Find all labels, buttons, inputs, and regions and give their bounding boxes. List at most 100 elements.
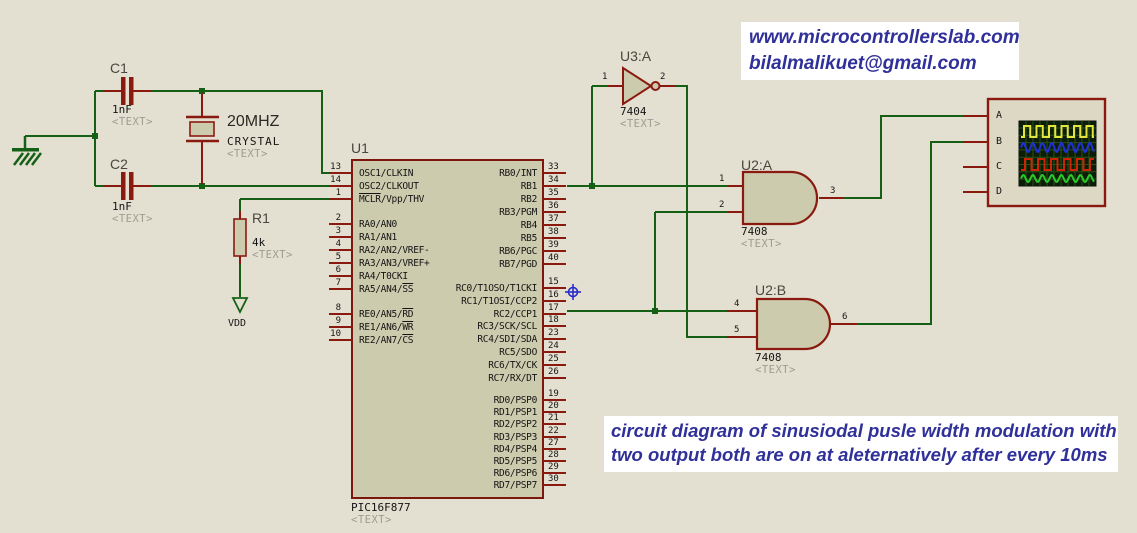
ic-pin-number: 9 [335, 316, 341, 326]
caption-line1: circuit diagram of sinusiodal pusle widt… [611, 420, 1117, 441]
ic-pin-label: RB2 [520, 194, 538, 205]
ic-pin-number: 17 [548, 303, 559, 313]
ic-pin-number: 24 [548, 341, 559, 351]
u2b-pin4-number: 4 [734, 299, 740, 309]
junction-dot [589, 183, 595, 189]
capacitor-c2[interactable] [121, 172, 134, 200]
ic-pin-label: RB6/PGC [499, 246, 537, 257]
ic-u1-body[interactable] [351, 159, 544, 499]
ground-symbol[interactable] [12, 136, 42, 166]
waveform-trace-b [1020, 141, 1095, 154]
header-annotation-box: www.microcontrollerslab.com bilalmalikue… [741, 22, 1020, 80]
u2b-pin6-number: 6 [842, 312, 848, 322]
ic-pin-label: RB1 [520, 181, 538, 192]
oscilloscope[interactable] [986, 97, 1107, 208]
wire-junctions [92, 88, 658, 314]
ic-pin-number: 39 [548, 240, 559, 250]
and-gate-u2b[interactable] [755, 297, 832, 351]
u1-part-label: PIC16F877 [351, 501, 411, 514]
and-gate-u2a[interactable] [741, 170, 819, 226]
r1-text-placeholder: <TEXT> [252, 249, 293, 261]
waveform-trace-c [1021, 158, 1094, 171]
ic-pin-number: 37 [548, 214, 559, 224]
website-text: www.microcontrollerslab.com [749, 27, 1020, 48]
u3a-pin-out-number: 2 [660, 72, 666, 82]
ic-pin-label: RD2/PSP2 [493, 419, 538, 430]
u2a-pin1-number: 1 [719, 174, 725, 184]
ic-pin-number: 1 [335, 188, 341, 198]
ic-pin-label: RE0/AN5/RD [359, 309, 414, 320]
u2b-pin5-number: 5 [734, 325, 740, 335]
ic-pin-label: MCLR/Vpp/THV [359, 194, 425, 205]
ic-pin-label: RD3/PSP3 [493, 432, 538, 443]
ic-pin-number: 4 [335, 239, 341, 249]
crystal-value-label: 20MHZ [227, 113, 280, 130]
ic-pin-label: RC1/T1OSI/CCP2 [461, 296, 537, 307]
ic-pin-number: 15 [548, 277, 559, 287]
ic-pin-label: OSC1/CLKIN [359, 168, 414, 179]
c1-value-label: 1nF [112, 103, 132, 116]
vdd-symbol[interactable] [231, 297, 249, 315]
scope-channel-a-label: A [996, 110, 1003, 121]
u3a-ref-label: U3:A [620, 48, 652, 64]
component-leads [103, 85, 988, 338]
resistor-r1[interactable] [233, 218, 247, 257]
scope-channel-b-label: B [996, 136, 1003, 147]
ic-pin-number: 8 [335, 303, 341, 313]
crystal[interactable] [186, 115, 219, 143]
ic-pin-label: RD5/PSP5 [493, 456, 538, 467]
r1-value-label: 4k [252, 236, 266, 249]
ic-pin-label: RC6/TX/CK [488, 360, 537, 371]
ic-pin-label: RD7/PSP7 [493, 480, 538, 491]
ic-pin-number: 36 [548, 201, 559, 211]
junction-dot [92, 133, 98, 139]
wire[interactable] [857, 141, 963, 325]
ic-pin-label: RB5 [520, 233, 538, 244]
ic-pin-number: 35 [548, 188, 559, 198]
ic-pin-number: 38 [548, 227, 559, 237]
ic-pin-label: OSC2/CLKOUT [359, 181, 419, 192]
ic-pin-label: RC5/SDO [499, 347, 537, 358]
ic-pin-label: RA3/AN3/VREF+ [359, 258, 430, 269]
wire[interactable] [843, 115, 963, 199]
ic-pin-number: 23 [548, 328, 559, 338]
email-text: bilalmalikuet@gmail.com [749, 53, 977, 74]
ic-pin-number: 19 [548, 389, 559, 399]
inverter-u3a[interactable] [622, 66, 661, 106]
ic-pin-number: 27 [548, 438, 559, 448]
u3a-text-placeholder: <TEXT> [620, 118, 661, 130]
junction-dot [199, 183, 205, 189]
ic-pin-label: RA0/AN0 [359, 219, 397, 230]
ic-pin-number: 7 [335, 278, 341, 288]
ic-pin-label: RB3/PGM [499, 207, 537, 218]
ic-pin-number: 34 [548, 175, 559, 185]
wire[interactable] [151, 90, 330, 174]
ic-pin-number: 13 [330, 162, 341, 172]
u2a-part-label: 7408 [741, 225, 768, 238]
c2-text-placeholder: <TEXT> [112, 213, 153, 225]
ic-pin-label: RA2/AN2/VREF- [359, 245, 430, 256]
caption-line2: two output both are on at aleternatively… [611, 444, 1108, 465]
ic-pin-label: RA4/T0CKI [359, 271, 408, 282]
u2a-pin3-number: 3 [830, 186, 836, 196]
junction-dot [199, 88, 205, 94]
origin-marker-icon [565, 284, 581, 300]
crystal-name-label: CRYSTAL [227, 135, 281, 148]
junction-dot [652, 308, 658, 314]
ic-pin-label: RC0/T1OSO/T1CKI [455, 283, 538, 294]
crystal-text-placeholder: <TEXT> [227, 148, 268, 160]
ic-pin-number: 33 [548, 162, 559, 172]
ic-pin-number: 20 [548, 401, 559, 411]
r1-ref-label: R1 [252, 210, 270, 226]
ic-pin-label: RA1/AN1 [359, 232, 397, 243]
caption-annotation-box: circuit diagram of sinusiodal pusle widt… [604, 416, 1118, 472]
ic-pin-label: RB0/INT [499, 168, 537, 179]
ic-pin-label: RC3/SCK/SCL [477, 321, 537, 332]
ic-pin-number: 40 [548, 253, 559, 263]
capacitor-c1[interactable] [121, 77, 134, 105]
u3a-pin-in-number: 1 [602, 72, 608, 82]
ic-pin-label: RD0/PSP0 [493, 395, 538, 406]
c2-ref-label: C2 [110, 156, 128, 172]
